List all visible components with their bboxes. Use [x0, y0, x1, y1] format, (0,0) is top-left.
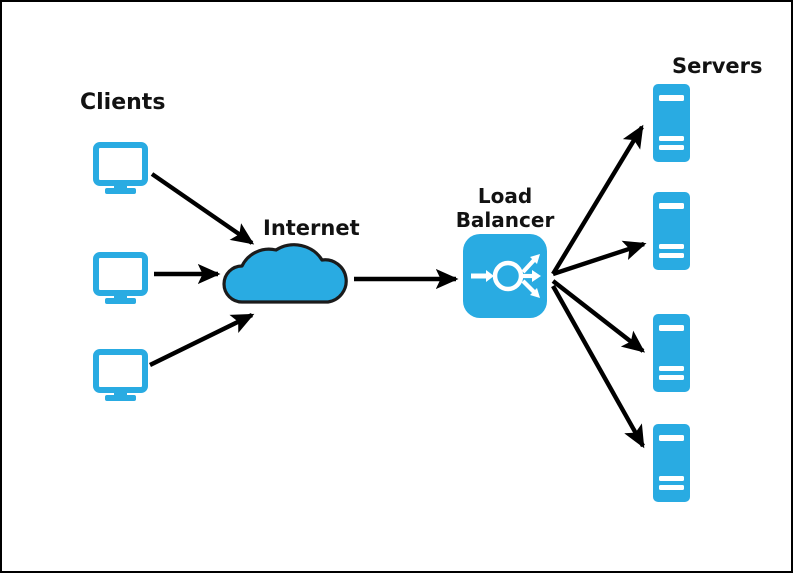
client-2[interactable] [93, 252, 148, 304]
arrow-load-balancer-to-server-4 [551, 284, 645, 449]
connections-group [149, 124, 647, 449]
servers-group [653, 84, 690, 502]
server-4[interactable] [653, 424, 690, 502]
server-icon [653, 314, 690, 392]
clients-group [93, 142, 148, 401]
monitor-icon [93, 252, 148, 304]
server-icon [653, 192, 690, 270]
monitor-icon [93, 142, 148, 194]
server-3[interactable] [653, 314, 690, 392]
cloud-icon [222, 243, 348, 304]
load-balancer-label-line2: Balancer [456, 208, 555, 232]
server-icon [653, 84, 690, 162]
internet-label: Internet [263, 216, 360, 240]
client-3[interactable] [93, 349, 148, 401]
monitor-icon [93, 349, 148, 401]
server-icon [653, 424, 690, 502]
arrow-load-balancer-to-server-3 [551, 279, 646, 353]
arrow-load-balancer-to-server-2 [552, 240, 647, 277]
clients-label: Clients [80, 90, 165, 115]
server-2[interactable] [653, 192, 690, 270]
load-balancer-tile [463, 234, 547, 318]
load-balancer-icon [471, 254, 541, 298]
load-balancer-label-line1: Load [478, 184, 532, 208]
arrow-load-balancer-to-server-1 [551, 124, 644, 276]
server-1[interactable] [653, 84, 690, 162]
arrow-client-1-to-internet [150, 172, 255, 245]
servers-label: Servers [672, 54, 763, 78]
client-1[interactable] [93, 142, 148, 194]
internet-cloud[interactable] [222, 243, 348, 304]
arrow-client-3-to-internet [149, 313, 255, 367]
load-balancer[interactable] [463, 234, 547, 318]
